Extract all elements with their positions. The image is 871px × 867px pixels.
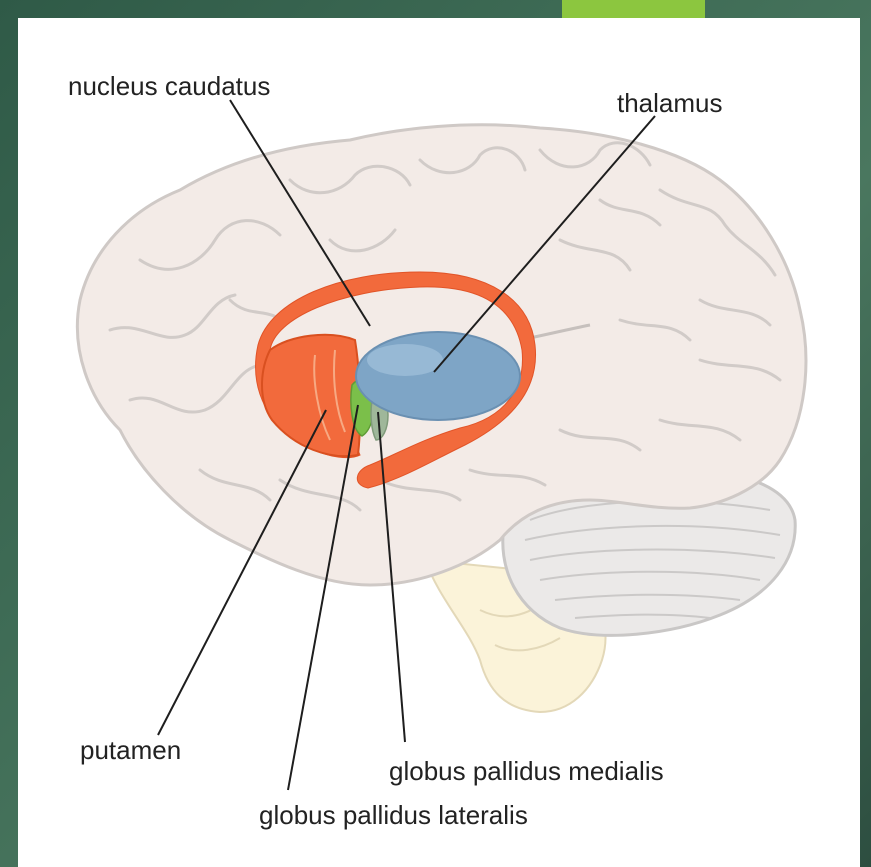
label-putamen: putamen [80, 737, 181, 763]
thalamus [356, 332, 520, 420]
label-thalamus: thalamus [617, 90, 723, 116]
label-nucleus-caudatus: nucleus caudatus [68, 73, 270, 99]
thalamus-shine [367, 344, 443, 376]
label-globus-pallidus-medialis: globus pallidus medialis [389, 758, 664, 784]
label-globus-pallidus-lateralis: globus pallidus lateralis [259, 802, 528, 828]
